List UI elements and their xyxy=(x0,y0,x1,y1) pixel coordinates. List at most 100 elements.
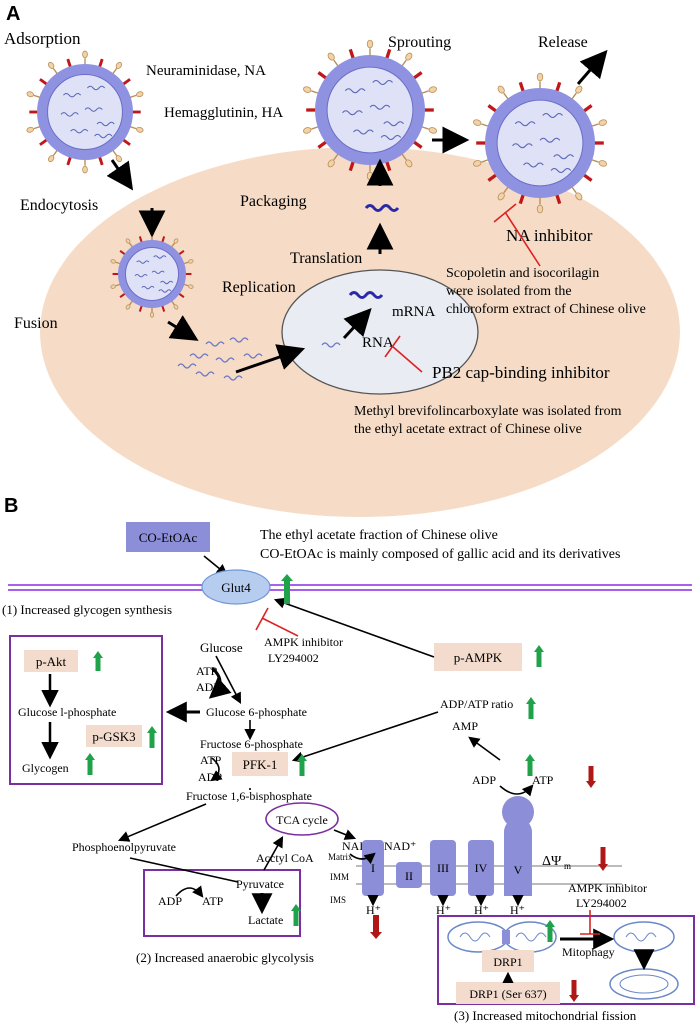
atp-label-1: ATP xyxy=(196,664,218,678)
up-regulation-arrow xyxy=(545,920,555,942)
down-regulation-arrow xyxy=(569,980,579,1002)
viral-rna-segment xyxy=(96,121,115,127)
imm-label: IMM xyxy=(330,872,349,882)
neuraminidase-head xyxy=(26,91,34,98)
glycogen-synthesis-box xyxy=(9,635,163,785)
atp-label-3: ATP xyxy=(532,773,554,787)
f6p-label: Fructose 6-phosphate xyxy=(200,737,303,751)
neuraminidase-head xyxy=(366,39,374,49)
neuraminidase-head xyxy=(473,119,482,126)
neuraminidase-head xyxy=(536,72,544,82)
viral-rna-segment xyxy=(372,80,393,85)
anaerobic-glycolysis-box xyxy=(143,869,301,937)
g6p-label: Glucose 6-phosphate xyxy=(206,705,307,719)
scopoletin-line-3: chloroform extract of Chinese olive xyxy=(446,302,646,317)
viral-rna-segment xyxy=(512,143,533,149)
viral-rna-segment xyxy=(60,112,79,117)
mrna-label: mRNA xyxy=(392,304,436,320)
drp1-box xyxy=(482,950,534,972)
p-gsk3-box xyxy=(86,725,142,747)
complex-iii xyxy=(430,840,456,896)
delta-psi-subscript: m xyxy=(564,861,571,871)
down-regulation-arrow xyxy=(370,915,382,939)
neuraminidase-head xyxy=(110,284,116,289)
p-ampk-label: p-AMPK xyxy=(454,650,503,665)
neuraminidase-head xyxy=(82,165,88,174)
fissioning-mitochondrion xyxy=(447,921,557,953)
glycogen-label: Glycogen xyxy=(22,761,69,775)
p-akt-label: p-Akt xyxy=(36,654,67,669)
viral-rna-segment xyxy=(63,92,82,98)
h-plus-3: H⁺ xyxy=(474,903,489,917)
drp1-ser637-box xyxy=(456,982,560,1004)
up-regulation-arrow xyxy=(534,645,544,667)
up-regulation-arrow xyxy=(85,753,95,775)
neuraminidase-head xyxy=(110,259,116,264)
neuraminidase-head xyxy=(303,86,312,93)
viral-rna-segment xyxy=(151,270,165,275)
neuraminidase-head xyxy=(149,312,155,318)
up-regulation-arrow xyxy=(525,754,535,776)
pep-label: Phosphoenolpyruvate xyxy=(72,840,176,854)
matrix-label: Matrix xyxy=(328,852,353,862)
viral-rna-segment xyxy=(342,110,363,116)
neuraminidase-head xyxy=(188,259,194,264)
viral-core xyxy=(496,99,584,187)
up-regulation-arrow xyxy=(526,697,536,719)
viral-rna-segment xyxy=(94,133,113,139)
panel-a-arrows xyxy=(106,49,608,374)
pb2-inhibitor-label: PB2 cap-binding inhibitor xyxy=(432,363,610,382)
viral-core xyxy=(326,66,414,154)
glucose-label: Glucose xyxy=(200,640,243,655)
neuraminidase-head xyxy=(497,85,505,94)
p-akt-box xyxy=(24,650,78,672)
neuraminidase-head xyxy=(136,126,144,133)
glut4-transporter xyxy=(201,569,271,605)
complex-iv xyxy=(468,840,494,896)
down-regulation-arrow xyxy=(598,847,608,871)
endocytosis-label: Endocytosis xyxy=(20,197,98,214)
h-plus-1: H⁺ xyxy=(366,903,381,917)
adp-label-4: ADP xyxy=(158,894,182,908)
panel-b-letter: B xyxy=(4,495,18,517)
lactate-label: Lactate xyxy=(248,913,283,927)
hemagglutinin-label: Hemagglutinin, HA xyxy=(164,105,283,121)
complex-ii-label: II xyxy=(405,869,413,883)
neuraminidase-head xyxy=(473,160,482,167)
neuraminidase-head xyxy=(26,126,34,133)
nucleus xyxy=(281,269,479,395)
description-line-2: CO-EtOAc is mainly composed of gallic ac… xyxy=(260,547,620,562)
viral-rna-segment xyxy=(383,121,404,127)
neuraminidase-head xyxy=(173,238,179,244)
panel-b-arrows xyxy=(41,597,655,983)
pfk1-label: PFK-1 xyxy=(243,757,278,772)
atp-label-4: ATP xyxy=(202,894,224,908)
virus-adsorption xyxy=(26,50,144,174)
description-line-1: The ethyl acetate fraction of Chinese ol… xyxy=(260,528,498,543)
virus-release xyxy=(473,72,607,214)
viral-rna-segment xyxy=(134,273,148,278)
replication-label: Replication xyxy=(222,279,296,296)
up-regulation-arrow xyxy=(281,574,293,604)
viral-rna-segment xyxy=(160,280,174,285)
ampk-inhibitor-2-label: AMPK inhibitor xyxy=(568,881,647,895)
viral-core xyxy=(47,74,123,150)
neuraminidase-head xyxy=(497,192,505,201)
neuraminidase-label: Neuraminidase, NA xyxy=(146,63,266,79)
viral-rna-segment xyxy=(84,107,103,112)
drp1-label: DRP1 xyxy=(493,955,522,969)
viral-rna-segment xyxy=(539,137,561,143)
g1p-label: Glucose l-phosphate xyxy=(18,705,116,719)
sprouting-label: Sprouting xyxy=(388,34,451,51)
viral-rna-segment xyxy=(553,154,574,160)
viral-rna-segment xyxy=(514,121,536,127)
viral-rna-segment xyxy=(344,88,366,94)
packaging-label: Packaging xyxy=(240,193,307,210)
regulation-arrows xyxy=(85,574,608,1002)
acetyl-coa-label: Acctyl CoA xyxy=(256,851,314,865)
viral-rna-segment xyxy=(550,168,572,173)
ampk-inhibitor-2-drug: LY294002 xyxy=(576,896,627,910)
virus-fusion xyxy=(110,230,194,318)
neuraminidase-head xyxy=(47,61,55,69)
viral-rna-segment xyxy=(380,135,402,140)
